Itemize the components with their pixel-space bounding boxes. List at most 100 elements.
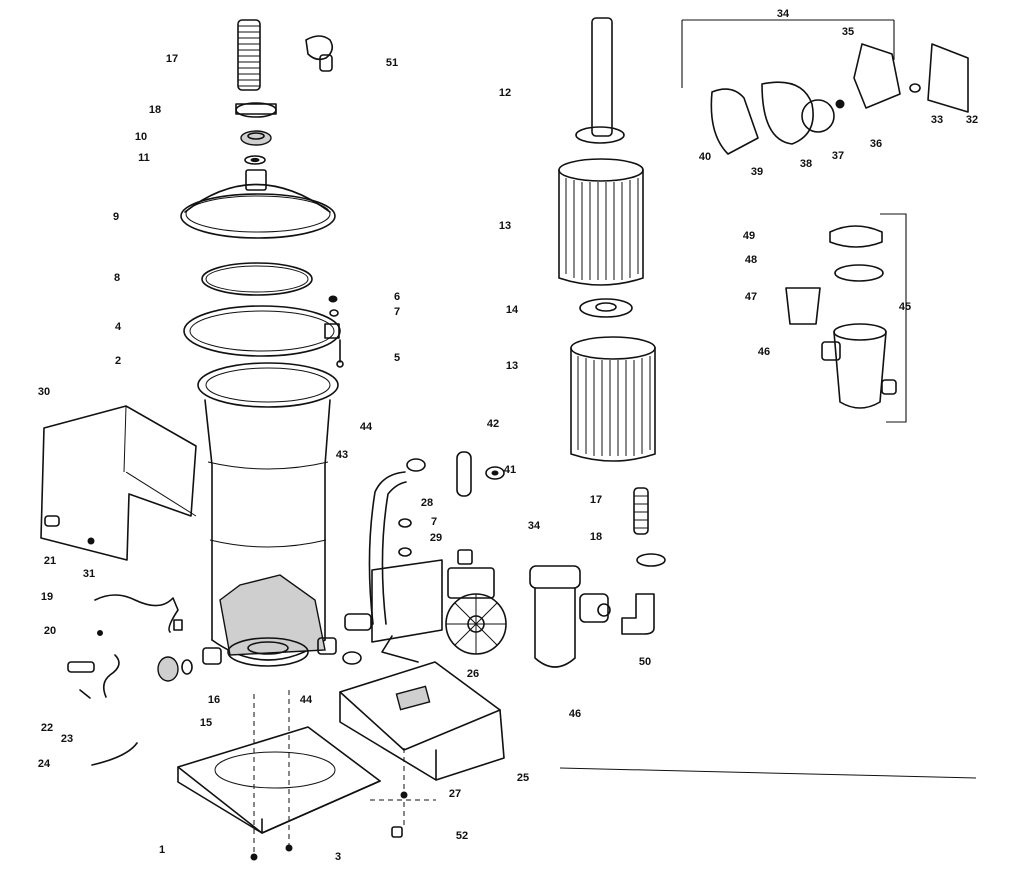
callout-4: 4 [115, 321, 122, 333]
tube-42-and-41 [456, 451, 505, 497]
callout-48: 48 [745, 254, 757, 266]
clamp-part-51 [305, 35, 334, 72]
union-nut-10 [240, 130, 272, 146]
washer-11 [244, 155, 266, 165]
o-ring-8 [201, 262, 313, 296]
bracket-34 [681, 19, 895, 88]
screw-27-clip-52 [391, 791, 408, 838]
elbow-fitting-50 [621, 593, 655, 635]
basket-47 [785, 287, 821, 325]
washers-28-7 [398, 518, 412, 557]
callout-25: 25 [517, 772, 529, 784]
callout-21: 21 [44, 555, 56, 567]
callout-6: 6 [394, 291, 400, 303]
bracket-45 [880, 213, 907, 423]
callout-13: 13 [506, 360, 518, 372]
seal-14 [579, 298, 633, 318]
callout-20: 20 [44, 625, 56, 637]
callout-19: 19 [41, 591, 53, 603]
callout-18: 18 [590, 531, 602, 543]
hardware-6-7-5 [328, 295, 344, 368]
callout-42: 42 [487, 418, 499, 430]
callout-30: 30 [38, 386, 50, 398]
clamp-band-4 [183, 305, 341, 357]
callout-46: 46 [758, 346, 770, 358]
callout-31: 31 [83, 568, 95, 580]
callout-16: 16 [208, 694, 220, 706]
strainer-lid-49 [829, 225, 883, 248]
hose-clamp-18-lower [636, 553, 666, 567]
callout-7: 7 [431, 516, 437, 528]
callout-51: 51 [386, 57, 398, 69]
callout-52: 52 [456, 830, 468, 842]
center-tube-12 [575, 17, 625, 144]
callout-10: 10 [135, 131, 147, 143]
callout-50: 50 [639, 656, 651, 668]
hose-17-lower [633, 487, 649, 535]
callout-26: 26 [467, 668, 479, 680]
assembly-dashed-lines [253, 690, 436, 853]
callout-40: 40 [699, 151, 711, 163]
callout-1: 1 [159, 844, 165, 856]
base-screws-3 [250, 844, 293, 861]
motor-29-and-pump-housing-34 [371, 549, 507, 663]
callout-15: 15 [200, 717, 212, 729]
hose-17-top [237, 19, 261, 91]
callout-29: 29 [430, 532, 442, 544]
callout-49: 49 [743, 230, 755, 242]
callout-5: 5 [394, 352, 400, 364]
callout-23: 23 [61, 733, 73, 745]
callout-3: 3 [335, 851, 341, 863]
wire-24 [91, 742, 138, 766]
callout-27: 27 [449, 788, 461, 800]
callout-46: 46 [569, 708, 581, 720]
callout-32: 32 [966, 114, 978, 126]
callout-17: 17 [590, 494, 602, 506]
callout-18: 18 [149, 104, 161, 116]
callout-47: 47 [745, 291, 757, 303]
callout-11: 11 [138, 152, 150, 164]
callout-38: 38 [800, 158, 812, 170]
pump-cover-30 [40, 405, 197, 561]
callout-43: 43 [336, 449, 348, 461]
callout-36: 36 [870, 138, 882, 150]
callout-13: 13 [499, 220, 511, 232]
callout-41: 41 [504, 464, 516, 476]
tank-body-2 [197, 362, 339, 667]
callout-28: 28 [421, 497, 433, 509]
hose-43 [344, 471, 407, 631]
callout-8: 8 [114, 272, 120, 284]
callout-17: 17 [166, 53, 178, 65]
hose-clamp-44 [342, 458, 426, 665]
page-rule [559, 767, 977, 779]
callout-22: 22 [41, 722, 53, 734]
filter-cartridge-13-lower [570, 336, 656, 462]
screw-20 [97, 630, 103, 636]
callout-12: 12 [499, 87, 511, 99]
strainer-pot-46-detail [821, 323, 897, 409]
base-plate-1 [177, 726, 381, 834]
callout-45: 45 [899, 301, 911, 313]
pump-head-parts-32-40 [710, 43, 969, 155]
callout-34: 34 [777, 8, 790, 20]
hose-clamp-18-top [235, 102, 277, 118]
callout-9: 9 [113, 211, 119, 223]
filter-cartridge-13-upper [558, 158, 644, 286]
power-cord-19 [94, 594, 183, 633]
callout-44: 44 [300, 694, 313, 706]
callout-39: 39 [751, 166, 763, 178]
tank-lid-9 [180, 169, 336, 239]
strainer-pot-46-lower [529, 565, 611, 668]
callout-24: 24 [38, 758, 51, 770]
callout-7: 7 [394, 306, 400, 318]
callout-35: 35 [842, 26, 854, 38]
callout-44: 44 [360, 421, 373, 433]
callout-37: 37 [832, 150, 844, 162]
callout-14: 14 [506, 304, 519, 316]
callout-34: 34 [528, 520, 541, 532]
pump-base-26-mount-25 [339, 661, 505, 781]
clip-21-screw-31 [44, 515, 95, 545]
callout-33: 33 [931, 114, 943, 126]
